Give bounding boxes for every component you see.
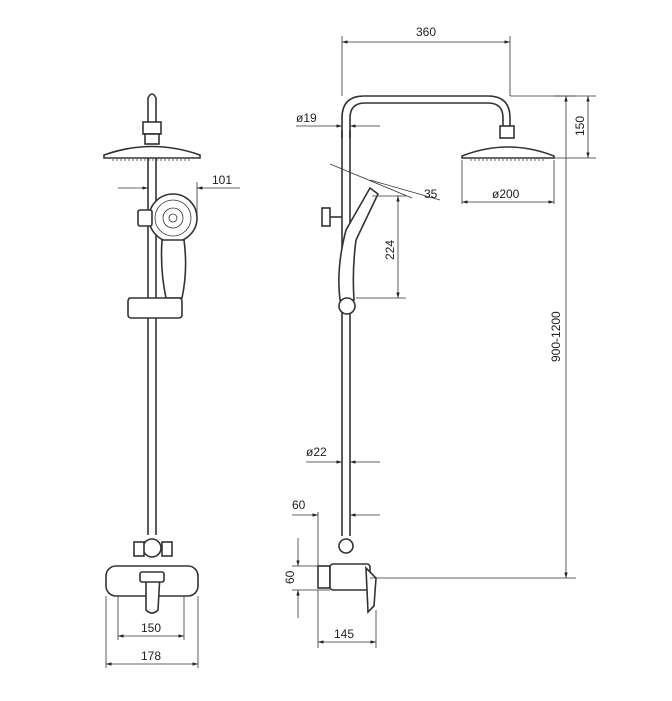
dim-pipe-diameter-top: ø19 — [296, 111, 317, 125]
front-view — [103, 93, 201, 614]
side-view — [317, 95, 555, 614]
dim-pipe-diameter-bottom: ø22 — [306, 445, 327, 459]
rain-head-front — [103, 145, 201, 159]
dim-mixer-spacing: 150 — [141, 621, 161, 635]
dim-hand-shower-angle: 35 — [424, 187, 438, 201]
dimension-lines — [105, 36, 596, 668]
dim-head-diameter: ø200 — [492, 187, 520, 201]
dim-head-height: 150 — [573, 116, 587, 136]
rain-head-side — [461, 146, 555, 159]
dim-height-range: 900-1200 — [549, 311, 563, 362]
dim-hand-shower-length: 224 — [383, 240, 397, 260]
shower-arm — [341, 95, 511, 138]
dim-mixer-offset: 60 — [292, 498, 306, 512]
dim-mixer-width: 178 — [141, 649, 161, 663]
dim-arm-length: 360 — [416, 25, 436, 39]
slider-front — [127, 297, 183, 319]
dim-hand-shower-offset: 101 — [212, 173, 232, 187]
hand-shower-side — [338, 186, 380, 301]
mixer-side — [329, 563, 371, 591]
dim-mixer-depth: 145 — [334, 627, 354, 641]
hand-shower-face — [148, 193, 198, 243]
dim-mixer-height: 60 — [283, 570, 297, 584]
